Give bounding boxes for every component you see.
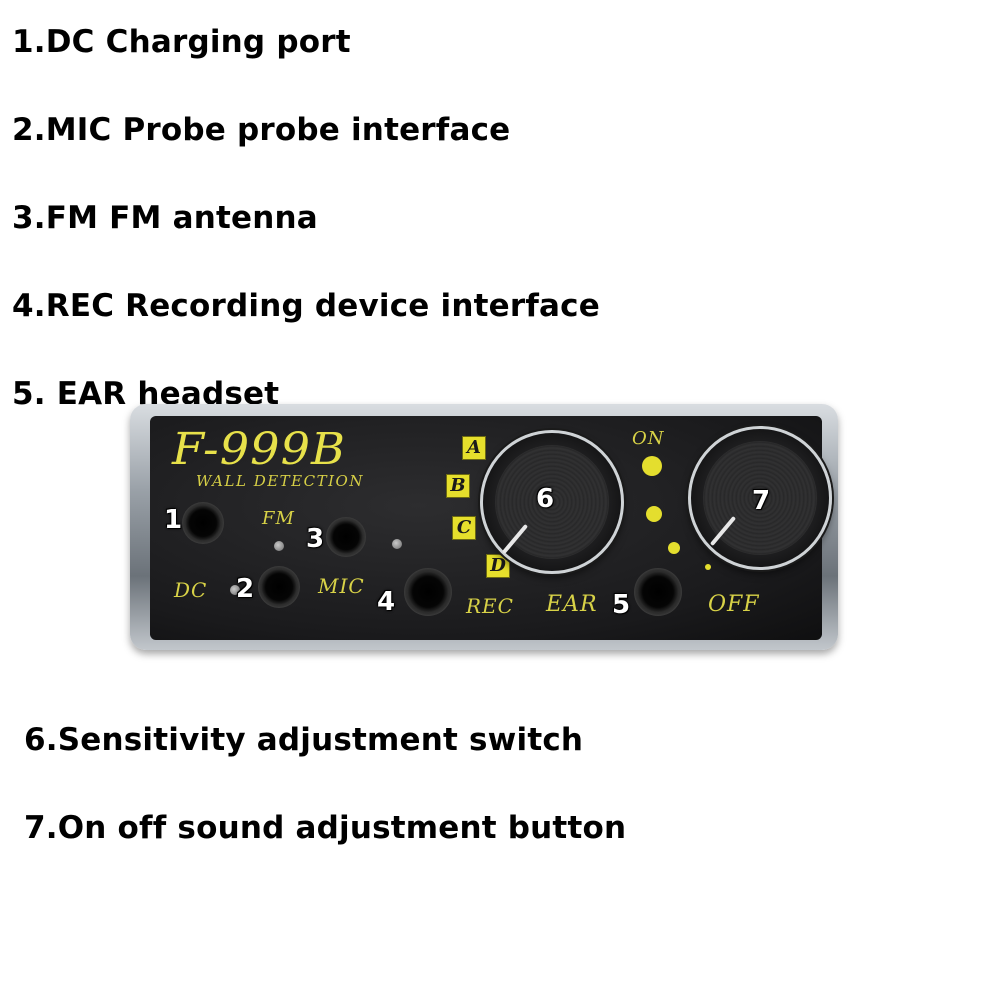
mic-led [392, 539, 402, 549]
callout-4: 4 [377, 587, 396, 617]
fm-antenna-port [326, 517, 366, 557]
indicator-dot-4 [705, 564, 711, 570]
indicator-dot-2 [646, 506, 662, 522]
brand-logo: F-999B [172, 424, 347, 475]
dc-label: DC [174, 578, 208, 602]
callout-3: 3 [306, 524, 325, 554]
callout-5: 5 [612, 590, 631, 620]
rec-port [404, 568, 452, 616]
rec-label: REC [466, 594, 514, 618]
callout-6: 6 [536, 484, 555, 514]
indicator-dot-3 [668, 542, 680, 554]
callout-7: 7 [752, 486, 771, 516]
ear-headset-port [634, 568, 682, 616]
label-mic-probe-interface: 2.MIC Probe probe interface [12, 112, 511, 148]
mode-badge-b: B [446, 474, 470, 498]
fm-led [274, 541, 284, 551]
on-label: ON [632, 428, 665, 449]
dc-led [230, 585, 240, 595]
callout-1: 1 [164, 505, 183, 535]
mic-label: MIC [318, 574, 365, 598]
mode-badge-c: C [452, 516, 476, 540]
label-on-off-sound-button: 7.On off sound adjustment button [24, 810, 627, 846]
label-sensitivity-switch: 6.Sensitivity adjustment switch [24, 722, 584, 758]
mic-probe-port [258, 566, 300, 608]
label-rec-interface: 4.REC Recording device interface [12, 288, 600, 324]
callout-2: 2 [236, 574, 255, 604]
power-volume-knob[interactable] [688, 426, 832, 570]
label-dc-charging-port: 1.DC Charging port [12, 24, 351, 60]
label-fm-antenna: 3.FM FM antenna [12, 200, 318, 236]
mode-badge-d: D [486, 554, 510, 578]
mode-badge-a: A [462, 436, 486, 460]
dc-port [182, 502, 224, 544]
brand-subtitle: WALL DETECTION [196, 472, 364, 490]
ear-label: EAR [546, 592, 598, 617]
indicator-dot-1 [642, 456, 662, 476]
fm-label: FM [262, 508, 295, 529]
sensitivity-knob[interactable] [480, 430, 624, 574]
off-label: OFF [708, 592, 760, 617]
